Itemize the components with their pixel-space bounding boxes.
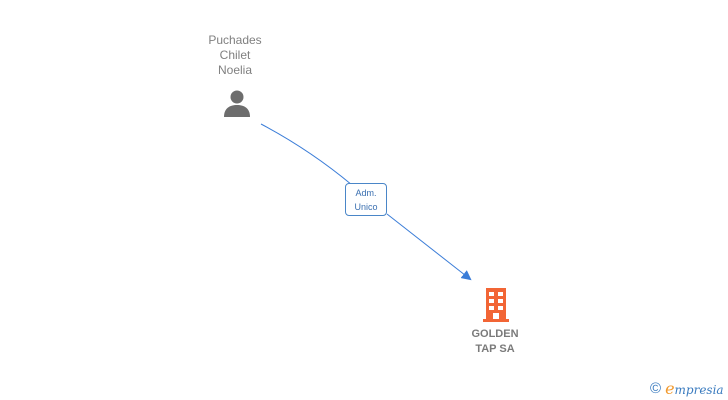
brand-logo: © empresia [650,379,724,398]
brand-initial: e [665,379,675,398]
person-name-line: Puchades [208,33,262,47]
person-name-line: Noelia [217,63,253,77]
building-icon[interactable] [481,288,511,322]
company-name-line: TAP SA [475,343,515,355]
edge-label-line: Unico [354,202,378,212]
person-name-line: Chilet [219,48,251,62]
edge-line [260,123,353,186]
company-name-line: GOLDEN [471,328,519,340]
person-name: Puchades Chilet Noelia [187,33,283,78]
person-icon[interactable] [222,88,252,118]
edge-line [386,213,472,281]
edge-label-role[interactable]: Adm. Unico [345,183,387,216]
brand-name: mpresia [674,383,724,397]
copyright-icon: © [650,380,662,397]
company-name: GOLDEN TAP SA [455,327,535,357]
edge-label-line: Adm. [355,188,377,198]
